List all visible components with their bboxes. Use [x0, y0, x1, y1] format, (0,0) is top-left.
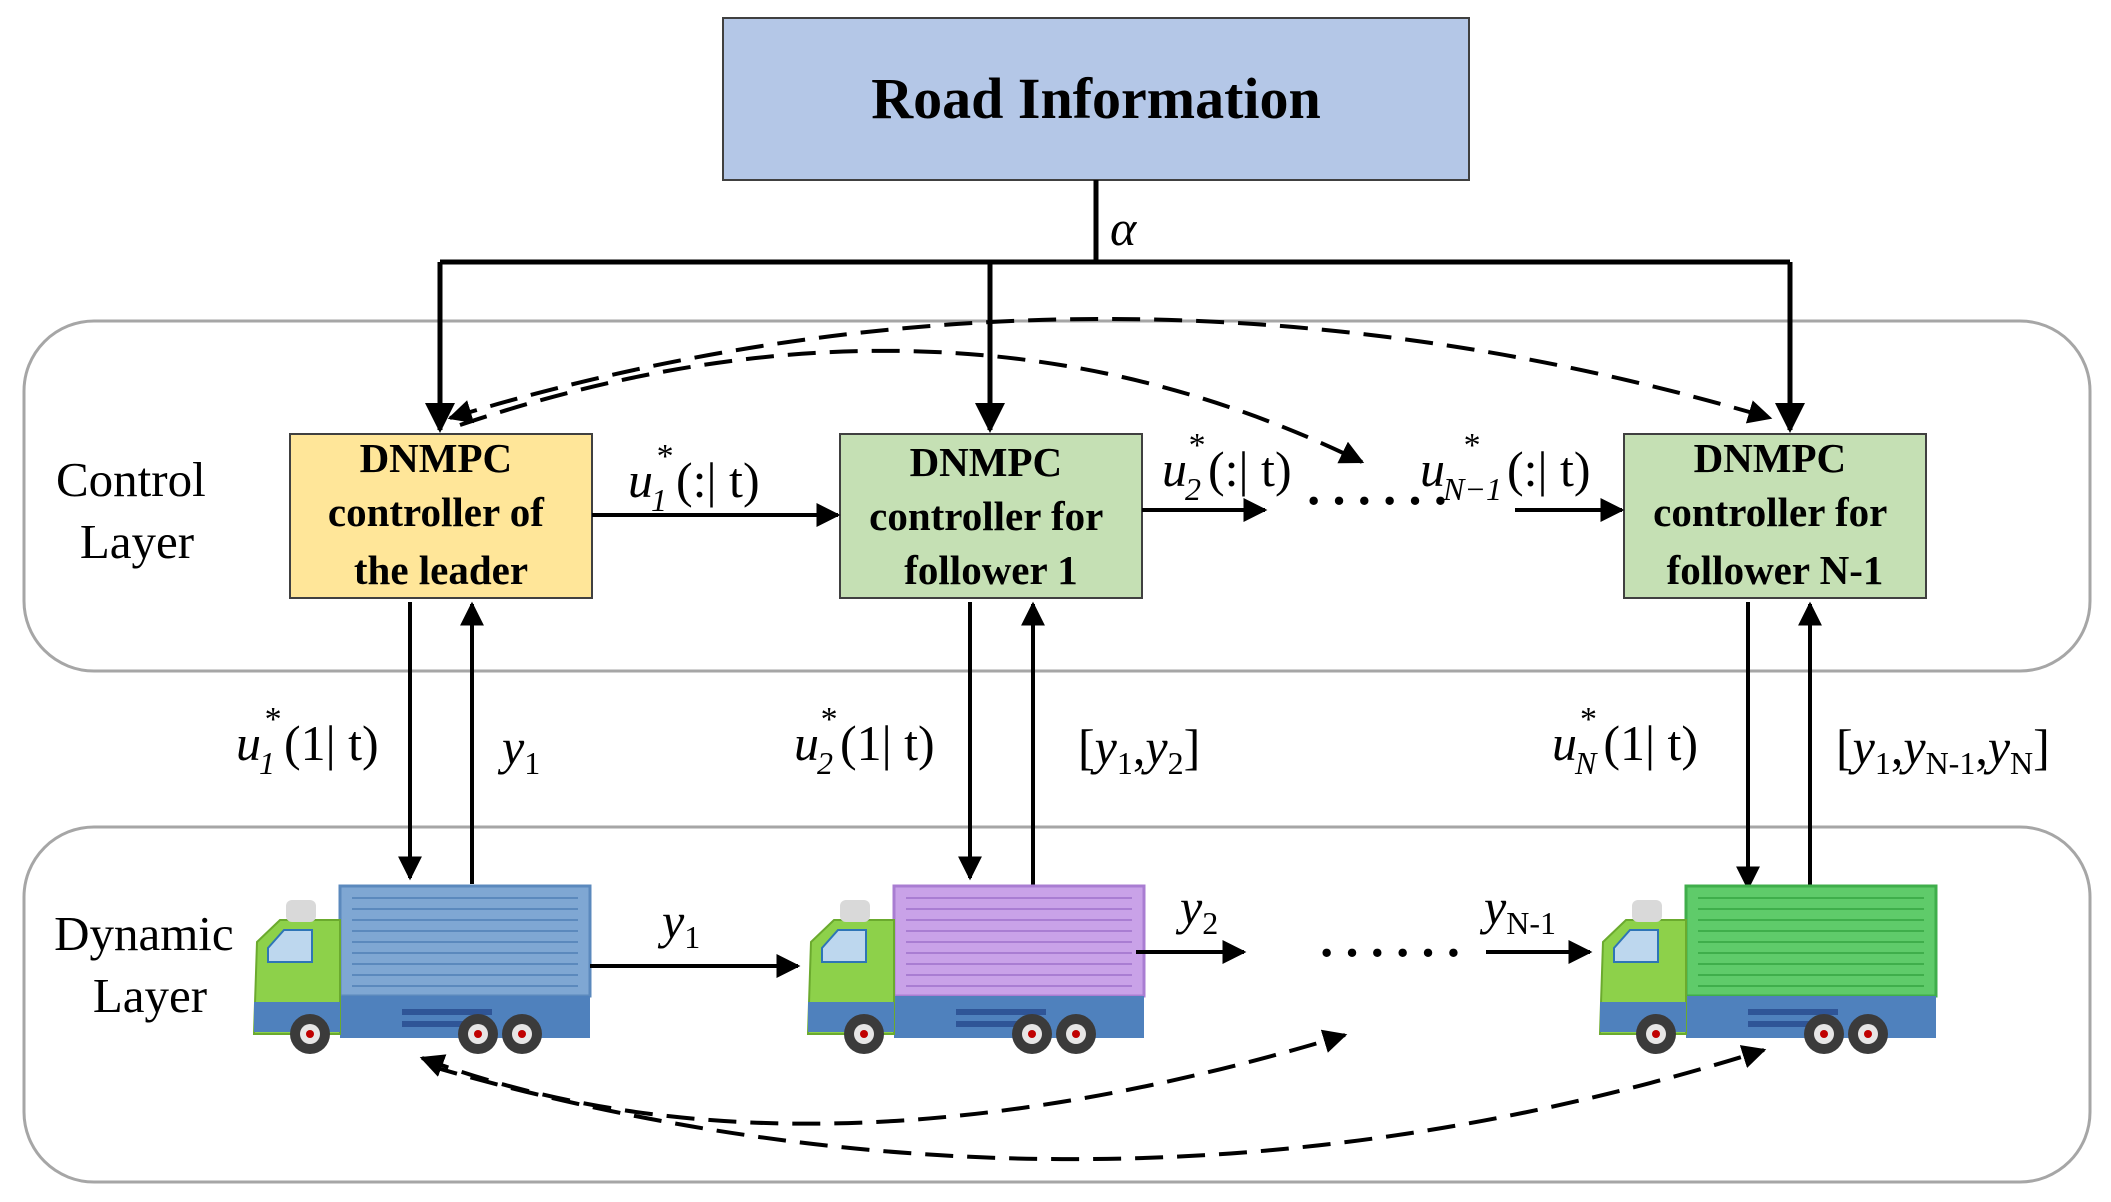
wheel-hub-center	[474, 1030, 482, 1038]
leader-to-followers-dashed-arc	[447, 317, 1773, 424]
vehicle-row	[252, 884, 1938, 1054]
cab-window	[821, 929, 867, 963]
chassis-vent	[956, 1021, 1046, 1027]
chassis-vent	[1748, 1009, 1838, 1015]
un-apply-label: uN*(1| t)	[1552, 701, 1698, 781]
wheel-hub-center	[1028, 1030, 1036, 1038]
cab-window	[267, 929, 313, 963]
y1-feedback-label: y1	[497, 719, 540, 781]
chassis-vent	[402, 1021, 492, 1027]
u2-apply-label: u2*(1| t)	[794, 701, 935, 781]
svg-text:DNMPC controller for: DNMPC controller for follower N-1	[1653, 435, 1897, 593]
control-layer-panel	[22, 319, 2092, 673]
wheel-hub-center	[1820, 1030, 1828, 1038]
control-ellipsis: ······	[1305, 473, 1457, 530]
leader-to-follower-2-dashed-arc	[459, 348, 1365, 464]
cab-window	[1613, 929, 1659, 963]
chassis-vent	[402, 1009, 492, 1015]
leader-controller: DNMPC controller of the leader	[289, 433, 593, 599]
wheel-hub-center	[306, 1030, 314, 1038]
chassis-vent	[956, 1009, 1046, 1015]
u2-pred-label: u2*(:| t)	[1162, 427, 1292, 507]
cab-roof-light	[840, 900, 870, 922]
follower-n-1-controller: DNMPC controller for follower N-1	[1623, 433, 1927, 599]
truck-3	[1598, 884, 1938, 1054]
un1-pred-label: uN−1*(:| t)	[1420, 427, 1591, 507]
vehicle-ellipsis: ······	[1318, 925, 1470, 982]
wheel-hub-center	[1864, 1030, 1872, 1038]
cab-roof-light	[1632, 900, 1662, 922]
control-layer-label: Control Layer	[56, 452, 218, 569]
alpha-distribution-lines	[425, 180, 1805, 433]
follower-1-controller: DNMPC controller for follower 1	[839, 433, 1143, 599]
leader-to-vehicle-dashed-arc	[419, 1029, 1348, 1126]
truck-2	[806, 884, 1146, 1054]
chassis-vent	[1748, 1021, 1838, 1027]
road-information-title: Road Information	[871, 66, 1321, 131]
cab-roof-light	[286, 900, 316, 922]
leader-to-last-vehicle-dashed-arc	[429, 1045, 1767, 1162]
wheel-hub-center	[1652, 1030, 1660, 1038]
svg-text:DNMPC controller of: DNMPC controller of the leader	[328, 435, 554, 593]
dynamic-layer-panel	[22, 825, 2092, 1184]
svg-text:DNMPC controller for: DNMPC controller for follower 1	[869, 439, 1113, 593]
yN1-vehicle-label: yN-1	[1479, 879, 1556, 941]
alpha-label: α	[1110, 200, 1138, 256]
dynamic-layer-label: Dynamic Layer	[54, 906, 246, 1023]
wheel-hub-center	[1072, 1030, 1080, 1038]
yN-feedback-label: [y1,yN-1,yN]	[1836, 719, 2050, 781]
u1-apply-label: u1*(1| t)	[236, 701, 379, 781]
y1-vehicle-label: y1	[657, 893, 700, 955]
wheel-hub-center	[860, 1030, 868, 1038]
truck-1	[252, 884, 592, 1054]
wheel-hub-center	[518, 1030, 526, 1038]
u1-pred-label: u1*(:| t)	[628, 438, 760, 518]
road-information-box	[722, 17, 1470, 181]
y2-vehicle-label: y2	[1175, 879, 1218, 941]
y1-y2-feedback-label: [y1,y2]	[1078, 719, 1200, 781]
